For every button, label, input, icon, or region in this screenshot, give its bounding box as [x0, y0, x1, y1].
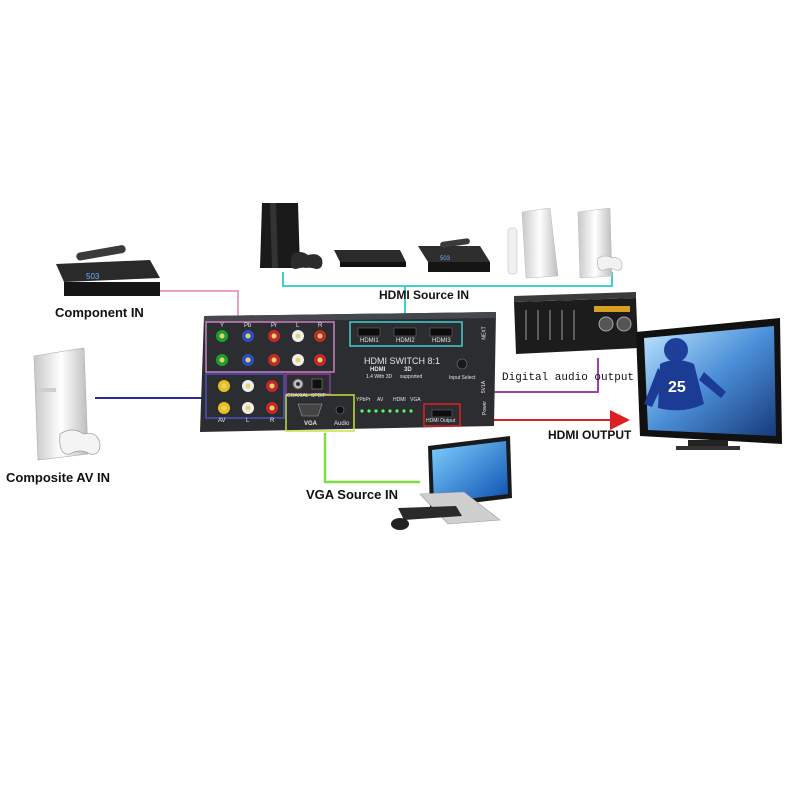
- vga-source-in-label: VGA Source IN: [306, 487, 398, 502]
- jack-label-y: Y: [220, 323, 225, 329]
- input-select-label: Input Select: [449, 375, 476, 381]
- hdmi-badge: HDMI: [370, 367, 386, 373]
- svg-text:25: 25: [668, 379, 686, 396]
- indicator-hdmi: HDMI: [393, 397, 406, 403]
- hdmi-output-port-label: HDMI Output: [426, 418, 456, 424]
- coaxial-label: COAXIAL: [287, 393, 309, 399]
- hdmi-source-line: [282, 272, 613, 287]
- hdmi-output-label: HDMI OUTPUT: [548, 428, 632, 442]
- hdmi3-port-label: HDMI3: [432, 338, 451, 344]
- cable-box-top-icon: 503: [418, 238, 490, 272]
- digital-audio-output-label: Digital audio output: [502, 372, 635, 384]
- svg-text:503: 503: [440, 256, 451, 262]
- audio-amplifier-icon: [514, 292, 638, 354]
- xbox360-left-icon: [33, 347, 101, 461]
- xbox360-top-icon: [577, 207, 623, 279]
- jack-label-av: AV: [218, 418, 226, 424]
- indicator-av: AV: [377, 397, 384, 403]
- jack-label-pr: Pr: [271, 323, 277, 329]
- bluray-player-icon: [334, 250, 406, 267]
- jack-label-l: L: [296, 323, 300, 329]
- desktop-computer-icon: [391, 436, 512, 530]
- wii-console-icon: [507, 207, 559, 279]
- vga-line: [323, 433, 420, 484]
- composite-av-in-label: Composite AV IN: [6, 470, 111, 485]
- spdif-label: SPDIF: [311, 393, 326, 399]
- hdmi1-port-label: HDMI1: [360, 338, 379, 344]
- hdmi-switch-panel: [200, 312, 496, 432]
- switch-title: HDMI SWITCH 8:1: [364, 356, 441, 366]
- 3d-badge-sub: supported: [400, 374, 423, 380]
- component-in-line: [160, 290, 239, 320]
- power-label: Power: [482, 400, 489, 416]
- cable-box-left-icon: 503: [56, 245, 160, 296]
- jack-label-r: R: [318, 323, 323, 329]
- audio-port-label: Audio: [334, 421, 350, 427]
- svg-text:503: 503: [86, 272, 100, 281]
- 3d-badge: 3D: [404, 367, 412, 373]
- hdmi-badge-sub: 1.4 With 3D: [366, 374, 393, 380]
- hdmi-source-in-label: HDMI Source IN: [379, 288, 470, 302]
- jack-label-av-l: L: [246, 418, 250, 424]
- indicator-vga: VGA: [410, 397, 421, 403]
- vga-port-label: VGA: [304, 421, 318, 427]
- television-icon: 25: [636, 318, 782, 450]
- jack-label-av-r: R: [270, 418, 275, 424]
- component-in-label: Component IN: [55, 305, 144, 320]
- next-label: NEXT: [481, 326, 488, 340]
- jack-label-pb: Pb: [244, 323, 252, 329]
- indicator-ypbpr: YPbPr: [356, 397, 371, 403]
- dc5v-label: 5V1A: [481, 380, 488, 394]
- hdmi2-port-label: HDMI2: [396, 338, 415, 344]
- ps4-console-icon: [260, 203, 323, 269]
